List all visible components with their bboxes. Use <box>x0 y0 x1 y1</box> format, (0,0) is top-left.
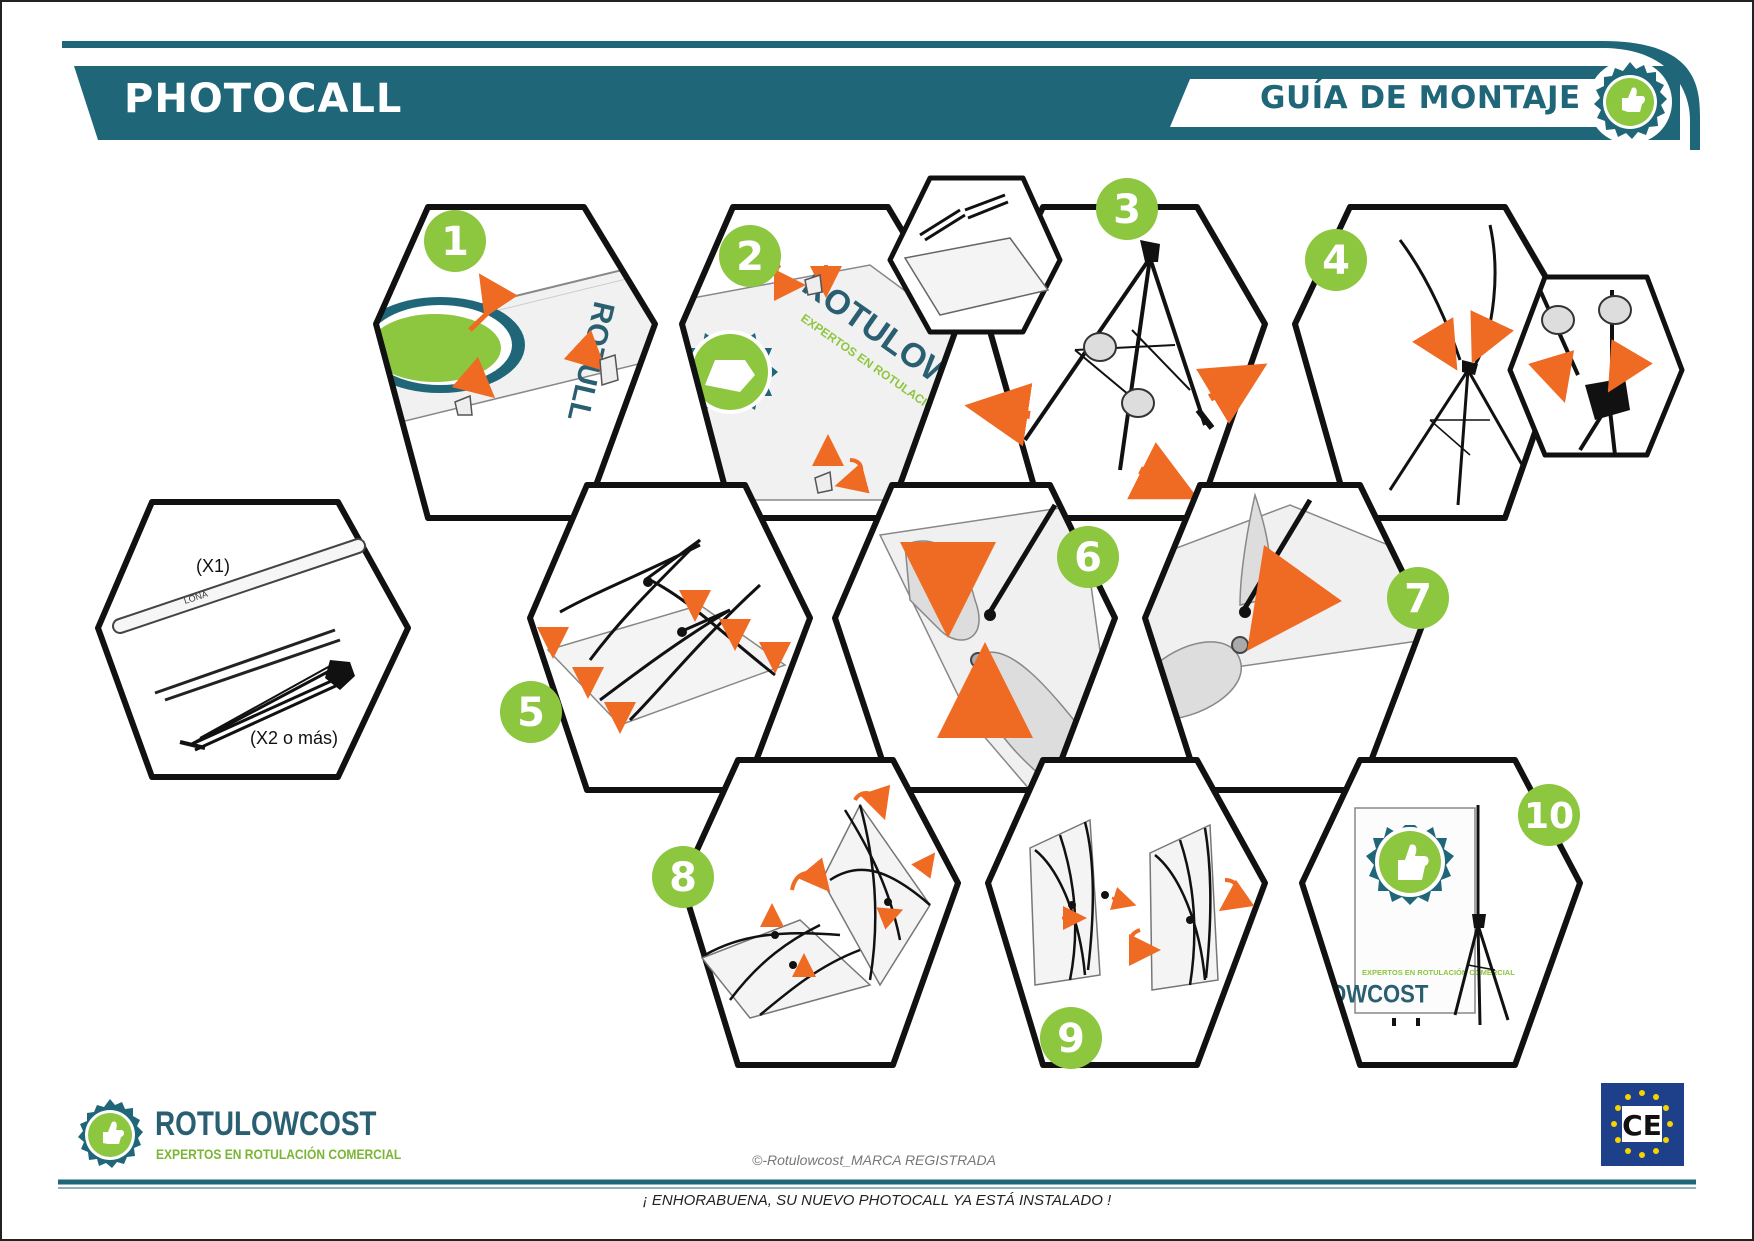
step-10-hexagon: ROTULOWCOST EXPERTOS EN ROTULACIÓN COMER… <box>1299 757 1583 1068</box>
page-title: PHOTOCALL <box>124 76 403 122</box>
svg-text:5: 5 <box>517 690 545 736</box>
step-10-badge: 10 <box>1518 784 1580 846</box>
svg-text:6: 6 <box>1074 535 1102 581</box>
step-4-badge: 4 <box>1305 229 1367 291</box>
step-2-badge: 2 <box>719 225 781 287</box>
step-3-badge: 3 <box>1096 178 1158 240</box>
tripod-stand-icon <box>964 240 1268 500</box>
step-9-hexagon <box>985 757 1268 1068</box>
step-6-badge: 6 <box>1057 526 1119 588</box>
kit-stand-qty: (X2 o más) <box>250 728 339 748</box>
ce-eu-badge: CE <box>1601 1083 1684 1166</box>
step-3-hexagon <box>964 204 1268 521</box>
svg-text:1: 1 <box>441 219 469 265</box>
footer-brand-tagline: EXPERTOS EN ROTULACIÓN COMERCIAL <box>156 1146 402 1162</box>
step-1-hexagon: ROTULL <box>373 204 658 521</box>
header-logo-badge <box>1588 60 1672 144</box>
step-8-badge: 8 <box>652 846 714 908</box>
step-6-hexagon <box>832 482 1118 793</box>
footer-logo-badge <box>78 1099 143 1168</box>
svg-text:9: 9 <box>1057 1016 1085 1062</box>
header-band <box>62 41 1700 150</box>
kit-banner-qty: (X1) <box>196 556 231 576</box>
step-badges: 1 2 3 4 5 6 7 8 9 10 <box>424 178 1580 1069</box>
svg-text:10: 10 <box>1524 796 1574 837</box>
footer-brand-name: ROTULOWCOST <box>155 1105 377 1143</box>
step-9-badge: 9 <box>1040 1007 1102 1069</box>
guide-subtitle: GUÍA DE MONTAJE <box>1260 80 1581 116</box>
completion-message: ¡ ENHORABUENA, SU NUEVO PHOTOCALL YA EST… <box>642 1192 1112 1209</box>
step-8-hexagon <box>679 757 961 1068</box>
svg-text:7: 7 <box>1404 576 1432 622</box>
final-banner-tagline: EXPERTOS EN ROTULACIÓN COMERCIAL <box>1362 968 1515 977</box>
ce-mark: CE <box>1622 1109 1662 1142</box>
step-4-detail-inset-hexagon <box>1507 274 1685 458</box>
step-5-badge: 5 <box>500 681 562 743</box>
step-7-badge: 7 <box>1387 567 1449 629</box>
step-2-parts-inset-hexagon <box>887 175 1063 335</box>
copyright-note: ©-Rotulowcost_MARCA REGISTRADA <box>752 1152 996 1168</box>
svg-text:3: 3 <box>1113 187 1141 233</box>
svg-text:4: 4 <box>1322 238 1350 284</box>
svg-text:8: 8 <box>669 855 697 901</box>
kit-contents-hexagon <box>95 499 411 780</box>
step-7-hexagon <box>1142 482 1428 793</box>
step-1-badge: 1 <box>424 210 486 272</box>
folded-stand-icon <box>179 660 355 752</box>
step-5-hexagon <box>527 482 813 793</box>
svg-text:2: 2 <box>736 234 764 280</box>
